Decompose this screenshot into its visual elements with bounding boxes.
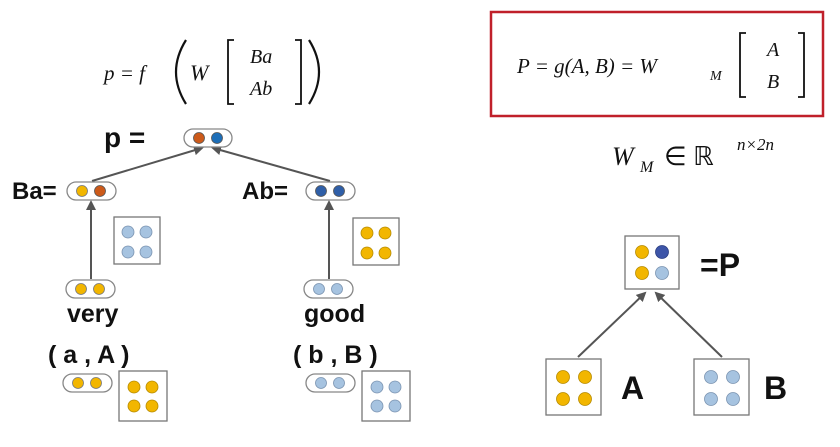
wm-exp: n×2n [737,135,774,154]
matrix-b-right [693,358,750,416]
label-big-b: B [764,370,787,406]
formula-right-top: A [765,39,780,61]
arrow-a-to-p [577,291,647,358]
tuple-b: ( b , B ) [293,341,378,369]
arrow-ba-to-p [91,145,204,182]
bracket-left-close [295,39,302,105]
matrix-a-upper [352,217,400,266]
word-very: very [67,300,119,328]
right-tree: =P A B [545,235,787,416]
vector-good [303,279,354,299]
formula-left-bottom: Ab [248,78,272,100]
left-tree: p = Ba= Ab= [12,122,411,422]
wm-sub: M [639,159,655,176]
matrix-b-upper [113,216,161,265]
label-ba: Ba= [12,178,57,205]
matrix-a-right [545,358,602,416]
label-big-p: =P [700,247,740,283]
formula-left: p = f W Ba Ab [102,39,320,105]
arrow-ab-to-p [211,145,331,182]
formula-right: P = g(A, B) = W M A B [489,10,825,118]
formula-left-top: Ba [250,46,272,68]
arrow-b-to-p [654,291,723,358]
wm-definition: W M ∈ ℝ n×2n [612,135,774,176]
bracket-right-close [798,32,805,98]
label-big-a: A [621,370,644,406]
paren-left-open [175,39,187,105]
tuple-a: ( a , A ) [48,341,129,369]
formula-right-box [489,10,825,118]
wm-w: W [612,142,636,171]
wm-rest: ∈ ℝ [664,142,714,171]
matrix-a-bottom [118,370,168,422]
vector-p [183,128,233,148]
formula-right-sub: M [709,69,723,84]
matrix-p [624,235,680,290]
vector-ab [305,181,356,201]
word-good: good [304,300,365,328]
bracket-right-open [739,32,746,98]
formula-right-bottom: B [767,71,779,93]
label-ab: Ab= [242,178,288,205]
bracket-left-open [227,39,234,105]
label-p: p = [104,122,145,153]
vector-a-bottom [62,373,113,393]
formula-left-w: W [190,60,210,85]
formula-left-lhs: p = f [102,61,148,85]
vector-ba [66,181,117,201]
formula-right-lhs: P = g(A, B) = W [516,54,659,78]
vector-very [65,279,116,299]
paren-left-close [308,39,320,105]
vector-b-bottom [305,373,356,393]
matrix-b-bottom [361,370,411,422]
